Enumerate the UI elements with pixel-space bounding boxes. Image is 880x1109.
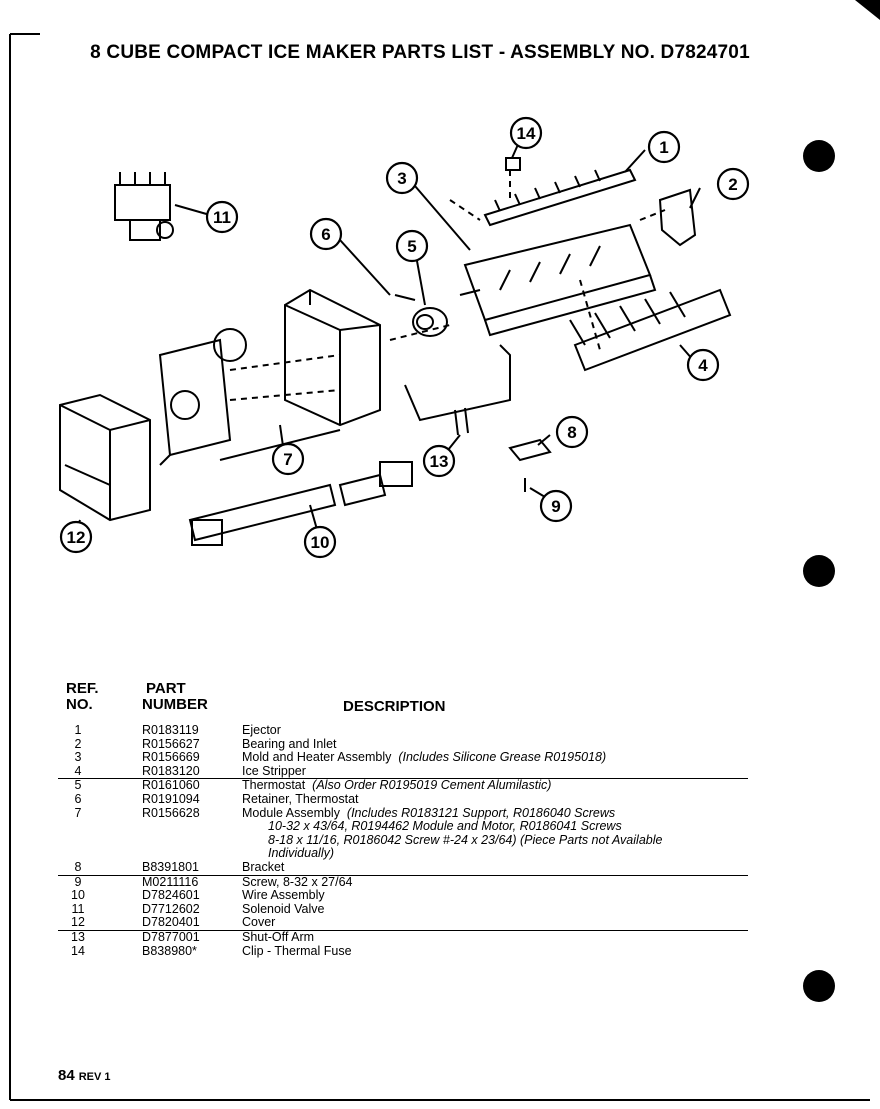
page-number: 84: [58, 1067, 75, 1084]
callout-8: 8: [555, 415, 589, 449]
svg-text:8: 8: [567, 423, 576, 442]
thermostat-drawing: [394, 294, 448, 337]
svg-text:1: 1: [659, 138, 668, 157]
svg-text:7: 7: [283, 450, 292, 469]
revision-label: REV 1: [78, 1071, 111, 1083]
callout-14: 14: [509, 116, 543, 150]
binder-hole: [803, 555, 835, 587]
mold-heater-drawing: [459, 223, 657, 337]
svg-text:10: 10: [311, 533, 330, 552]
callout-bubbles: 11 14 1 3 2 6 5 4 7 13 8 9 10 12: [59, 116, 750, 559]
svg-text:4: 4: [698, 356, 708, 375]
svg-text:9: 9: [551, 497, 560, 516]
description-header: DESCRIPTION: [343, 698, 446, 715]
svg-text:2: 2: [728, 175, 737, 194]
bracket-drawing: [508, 438, 552, 492]
svg-text:5: 5: [407, 237, 416, 256]
ice-stripper-drawing: [569, 288, 732, 372]
callout-10: 10: [303, 525, 337, 559]
cover-drawing: [59, 393, 151, 522]
callout-3: 3: [385, 161, 419, 195]
solenoid-valve-drawing: [114, 172, 174, 241]
thermal-fuse-clip-drawing: [505, 157, 521, 171]
callout-7: 7: [271, 442, 305, 476]
callout-5: 5: [395, 229, 429, 263]
module-assembly-drawing: [158, 288, 381, 466]
svg-text:11: 11: [213, 208, 231, 227]
svg-text:6: 6: [321, 225, 330, 244]
callout-11: 11: [205, 200, 239, 234]
shut-off-arm-drawing: [404, 344, 511, 436]
callout-4: 4: [686, 348, 720, 382]
callout-6: 6: [309, 217, 343, 251]
svg-text:13: 13: [430, 452, 449, 471]
binder-hole: [803, 970, 835, 1002]
page-title: 8 CUBE COMPACT ICE MAKER PARTS LIST - AS…: [90, 42, 750, 63]
svg-text:3: 3: [397, 169, 406, 188]
svg-text:12: 12: [67, 528, 86, 547]
wire-assembly-drawing: [188, 461, 413, 546]
binder-hole: [803, 140, 835, 172]
ejector-drawing: [483, 168, 637, 227]
exploded-parts-diagram: 11 14 1 3 2 6 5 4 7 13 8 9 10 12: [59, 116, 750, 559]
bearing-inlet-drawing: [658, 188, 697, 247]
callout-13: 13: [422, 444, 456, 478]
ref-no-header: REF.NO.: [66, 680, 99, 713]
callout-1: 1: [647, 130, 681, 164]
callout-9: 9: [539, 489, 573, 523]
svg-text:14: 14: [517, 124, 536, 143]
callout-12: 12: [59, 520, 93, 554]
callout-2: 2: [716, 167, 750, 201]
